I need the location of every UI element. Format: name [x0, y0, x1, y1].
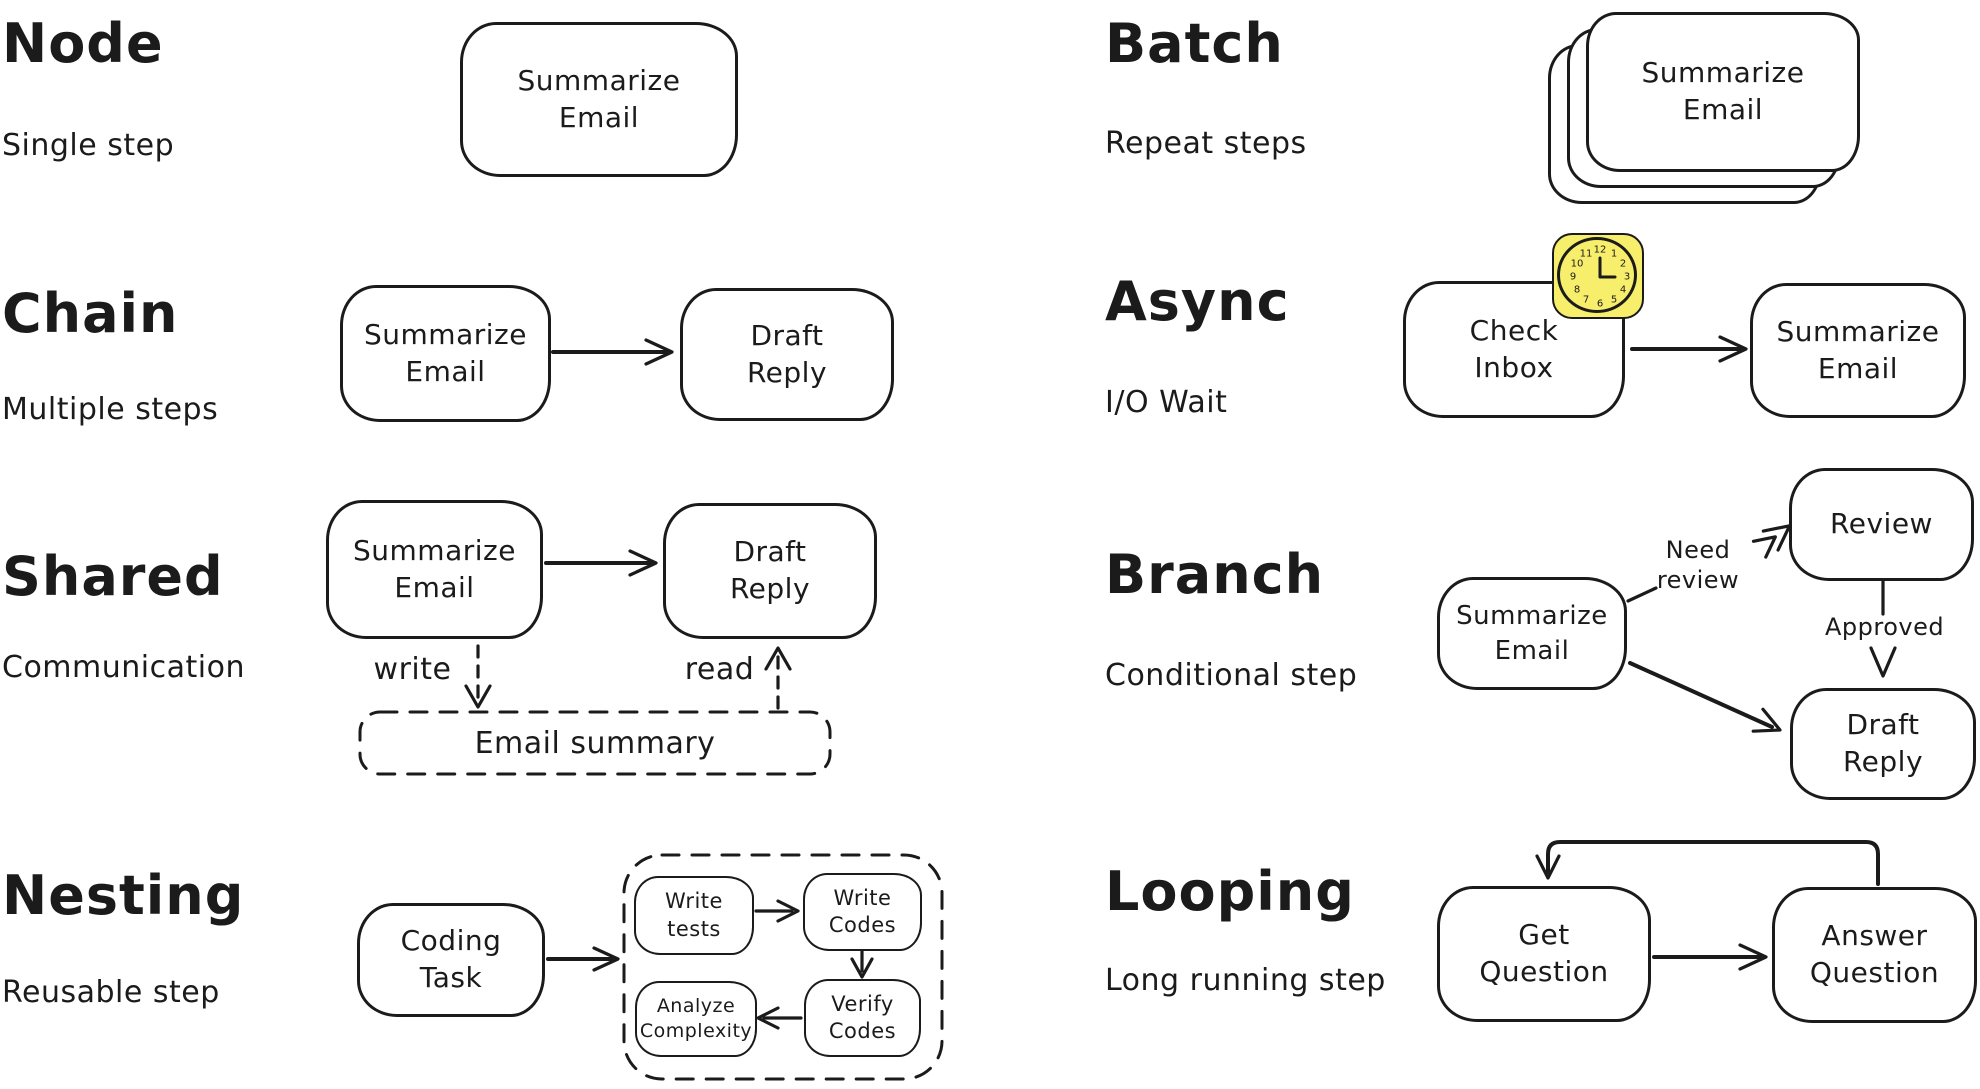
clock-number: 7 [1582, 294, 1590, 306]
branch-draft-reply-label: Draft Reply [1842, 708, 1924, 778]
branch-summarize-email-label: Summarize Email [1456, 601, 1608, 666]
chain-summarize-email-box: Summarize Email [340, 285, 551, 422]
chain-draft-reply-label: Draft Reply [746, 318, 828, 389]
section-title-shared: Shared [2, 545, 224, 608]
nesting-write-codes-box: Write Codes [803, 873, 922, 951]
shared-read-label: read [684, 652, 755, 687]
branch-need-review-label: Need review [1656, 536, 1740, 594]
clock-number: 11 [1579, 248, 1593, 260]
section-subtitle-looping: Long running step [1105, 963, 1386, 998]
clock-number: 1 [1610, 248, 1618, 260]
looping-back-arrow [1546, 840, 1880, 886]
clock-number: 9 [1569, 271, 1577, 283]
nesting-coding-task-label: Coding Task [400, 924, 502, 994]
section-title-nesting: Nesting [2, 864, 245, 927]
section-title-async: Async [1105, 270, 1290, 333]
nesting-write-codes-label: Write Codes [828, 885, 897, 937]
nesting-verify-to-analyze-arrowhead-icon [756, 1006, 780, 1030]
looping-back-arrowhead-icon [1535, 854, 1561, 880]
shared-draft-reply-box: Draft Reply [663, 503, 877, 639]
nesting-write-tests-box: Write tests [634, 876, 754, 955]
branch-diagonal-arrow [1628, 661, 1774, 729]
async-check-inbox-label: Check Inbox [1469, 313, 1559, 384]
clock-number: 10 [1570, 258, 1584, 270]
nesting-codes-to-verify-arrowhead-icon [850, 957, 874, 979]
clock-number: 8 [1573, 284, 1581, 296]
node-summarize-email-label: Summarize Email [517, 63, 681, 134]
clock-number: 6 [1596, 298, 1604, 310]
section-subtitle-shared: Communication [2, 650, 245, 685]
clock-face [1557, 237, 1637, 313]
chain-draft-reply-box: Draft Reply [680, 288, 894, 421]
section-title-node: Node [2, 12, 164, 75]
section-subtitle-node: Single step [2, 128, 175, 163]
clock-number: 3 [1623, 271, 1631, 283]
nesting-tests-to-codes-arrowhead-icon [776, 899, 800, 923]
nesting-verify-codes-box: Verify Codes [804, 979, 921, 1057]
branch-approved-label: Approved [1825, 613, 1945, 641]
section-subtitle-chain: Multiple steps [2, 392, 219, 427]
clock-number: 5 [1610, 294, 1618, 306]
clock-number: 12 [1593, 244, 1607, 256]
looping-forward-arrowhead-icon [1738, 943, 1768, 971]
async-arrowhead-icon [1718, 335, 1748, 363]
nesting-arrowhead-icon [592, 946, 620, 972]
section-title-branch: Branch [1105, 543, 1325, 606]
shared-arrowhead-icon [628, 549, 658, 577]
shared-summarize-email-label: Summarize Email [353, 533, 516, 604]
branch-diagonal-arrowhead-icon [1751, 707, 1782, 733]
looping-answer-question-box: Answer Question [1772, 887, 1977, 1023]
branch-review-box: Review [1789, 468, 1974, 581]
shared-draft-reply-label: Draft Reply [729, 535, 811, 605]
nesting-analyze-complexity-label: Analyze Complexity [639, 995, 753, 1042]
section-subtitle-batch: Repeat steps [1105, 126, 1307, 161]
section-subtitle-nesting: Reusable step [2, 975, 220, 1010]
chain-summarize-email-label: Summarize Email [364, 317, 527, 388]
looping-answer-question-label: Answer Question [1809, 919, 1940, 989]
section-subtitle-branch: Conditional step [1105, 658, 1358, 693]
async-summarize-email-label: Summarize Email [1776, 314, 1940, 385]
clock-number: 4 [1619, 284, 1627, 296]
shared-email-summary-label: Email summary [474, 726, 716, 761]
looping-get-question-box: Get Question [1437, 886, 1651, 1022]
nesting-coding-task-box: Coding Task [357, 903, 545, 1017]
section-title-batch: Batch [1105, 12, 1284, 75]
chain-arrowhead-icon [644, 338, 674, 366]
clock-icon: 12 1 2 3 4 5 6 7 8 9 10 11 [1552, 233, 1644, 319]
batch-summarize-email-label: Summarize Email [1641, 56, 1805, 126]
section-subtitle-async: I/O Wait [1105, 385, 1228, 420]
shared-summarize-email-box: Summarize Email [326, 500, 543, 639]
shared-write-arrowhead-icon [464, 684, 492, 709]
batch-card-front: Summarize Email [1586, 12, 1860, 172]
branch-approved-arrowhead-icon [1869, 646, 1897, 678]
clock-number: 2 [1619, 258, 1627, 270]
section-title-looping: Looping [1105, 860, 1355, 923]
shared-read-arrowhead-icon [764, 646, 792, 671]
section-title-chain: Chain [2, 282, 179, 345]
async-summarize-email-box: Summarize Email [1750, 283, 1966, 418]
nesting-analyze-complexity-box: Analyze Complexity [635, 981, 757, 1057]
clock-hands [1598, 256, 1617, 279]
nesting-write-tests-label: Write tests [665, 889, 723, 941]
node-summarize-email-box: Summarize Email [460, 22, 738, 177]
branch-summarize-email-box: Summarize Email [1437, 577, 1627, 690]
branch-draft-reply-box: Draft Reply [1790, 688, 1976, 800]
shared-write-label: write [373, 652, 452, 687]
branch-review-label: Review [1830, 507, 1933, 541]
looping-get-question-label: Get Question [1479, 918, 1609, 988]
nesting-verify-codes-label: Verify Codes [828, 991, 897, 1043]
